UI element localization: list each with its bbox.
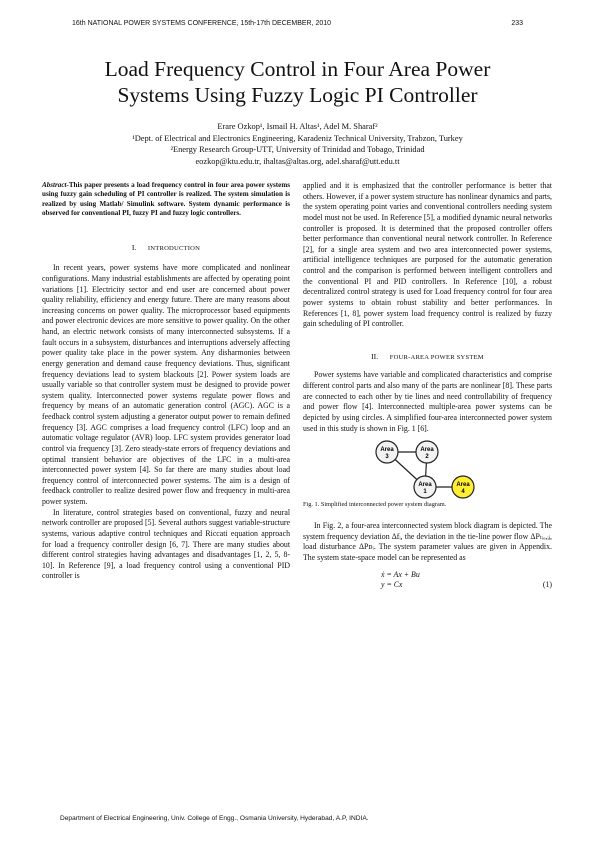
area-number: 1: [423, 489, 427, 495]
figure-caption: Fig. 1. Simplified interconnected power …: [303, 501, 447, 509]
area-label: Area: [418, 482, 432, 488]
section2-paragraph-2: In Fig. 2, a four-area interconnected sy…: [303, 521, 552, 562]
area-label: Area: [420, 447, 434, 453]
intro-paragraph-1: In recent years, power systems have more…: [42, 263, 290, 506]
section-title: Introduction: [147, 244, 201, 252]
section-heading-four-area: II. Four-area Power System: [303, 352, 552, 364]
page-number: 233: [511, 20, 523, 27]
section-heading-introduction: I. Introduction: [42, 243, 290, 255]
author-block: Erare Ozkop¹, Ismail H. Altas¹, Adel M. …: [40, 121, 555, 167]
right-paragraph-1: applied and it is emphasized that the co…: [303, 181, 552, 329]
area-number: 2: [425, 454, 429, 460]
page-footer: Department of Electrical Engineering, Un…: [60, 815, 369, 822]
title-line-2: Systems Using Fuzzy Logic PI Controller: [117, 83, 478, 107]
area-circle: [375, 440, 399, 464]
left-column: Abstract-This paper presents a load freq…: [42, 181, 290, 582]
conference-name: 16th NATIONAL POWER SYSTEMS CONFERENCE, …: [72, 20, 332, 27]
author-emails: eozkop@ktu.edu.tr, ihaltas@altas.org, ad…: [195, 156, 400, 166]
area-label: Area: [380, 447, 394, 453]
paper-title: Load Frequency Control in Four Area Powe…: [40, 56, 555, 108]
abstract-label: Abstract-: [42, 181, 69, 189]
area-circle: [413, 475, 437, 499]
section-numeral: I.: [131, 242, 137, 252]
section-title: Four-area Power System: [389, 353, 484, 361]
affiliation-1: ¹Dept. of Electrical and Electronics Eng…: [132, 133, 463, 143]
abstract: Abstract-This paper presents a load freq…: [42, 181, 290, 219]
abstract-text: This paper presents a load frequency con…: [42, 181, 290, 218]
author-names: Erare Ozkop¹, Ismail H. Altas¹, Adel M. …: [217, 122, 378, 131]
running-header: 16th NATIONAL POWER SYSTEMS CONFERENCE, …: [72, 20, 523, 27]
right-column: applied and it is emphasized that the co…: [303, 181, 552, 592]
title-line-1: Load Frequency Control in Four Area Powe…: [104, 57, 491, 81]
equation-line-1: ẋ = Ax + Bu: [381, 569, 420, 579]
affiliation-2: ²Energy Research Group-UTT, University o…: [170, 145, 425, 155]
intro-paragraph-2: In literature, control strategies based …: [42, 507, 290, 581]
equation-line-2: y = Cx: [381, 580, 403, 590]
area-label: Area: [456, 482, 470, 488]
area-number: 3: [385, 454, 389, 460]
area-circle: [451, 475, 475, 499]
section-numeral: II.: [371, 351, 379, 361]
area-number: 4: [461, 489, 465, 495]
area-circle: [415, 440, 439, 464]
section2-paragraph-1: Power systems have variable and complica…: [303, 370, 552, 433]
state-space-equation: ẋ = Ax + Bu y = Cx (1): [303, 570, 552, 592]
equation-number: (1): [542, 579, 552, 589]
